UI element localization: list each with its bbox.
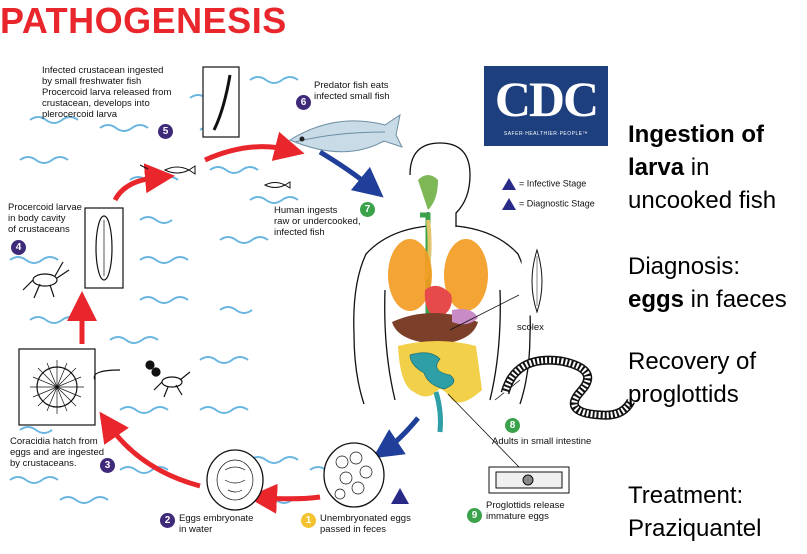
- predator-fish: [288, 113, 403, 153]
- scolex-label: scolex: [517, 322, 544, 333]
- cdc-logo-text: CDC: [494, 71, 599, 127]
- diagnostic-stage-marker-icon: [391, 488, 409, 504]
- side-note-treatment: Treatment: Praziquantel: [628, 482, 762, 542]
- stage-3-badge: 3: [100, 458, 115, 473]
- stage-6-badge: 6: [296, 95, 311, 110]
- cdc-logo: CDC SAFER·HEALTHIER·PEOPLE™: [484, 66, 608, 146]
- stage-4-badge: 4: [11, 240, 26, 255]
- side-note-recovery: Recovery of proglottids: [628, 348, 757, 408]
- eggs: [206, 442, 385, 511]
- stage-5-badge: 5: [158, 124, 173, 139]
- small-fish: [139, 164, 291, 189]
- scolex: [521, 239, 557, 316]
- stage-2-badge: 2: [160, 513, 175, 528]
- legend-infective: = Infective Stage: [502, 178, 586, 190]
- cdc-logo-tagline: SAFER·HEALTHIER·PEOPLE™: [503, 131, 589, 137]
- proglottid: [488, 466, 570, 494]
- stage-9-badge: 9: [467, 508, 482, 523]
- blue-arrows: [318, 149, 420, 459]
- cycle-arrows: [67, 131, 321, 514]
- stage-5-box: [202, 66, 240, 138]
- infective-stage-icon: [502, 178, 516, 190]
- crustaceans: [22, 261, 191, 398]
- side-note-diagnosis: Diagnosis: eggs in faeces: [628, 253, 787, 313]
- stage-7-badge: 7: [360, 202, 375, 217]
- organs: [388, 175, 488, 433]
- stage-8-badge: 8: [505, 418, 520, 433]
- diagnostic-stage-icon: [502, 198, 516, 210]
- side-note-ingestion: Ingestion of larva in uncooked fish: [628, 121, 777, 214]
- stage-3-box: [18, 348, 96, 426]
- legend-diagnostic: = Diagnostic Stage: [502, 198, 595, 210]
- adult-worm: [500, 355, 636, 420]
- page-title: PATHOGENESIS: [0, 0, 287, 41]
- stage-4-box: [84, 207, 124, 289]
- stage-8-label: Adults in small intestine: [492, 436, 592, 447]
- stage-1-badge: 1: [301, 513, 316, 528]
